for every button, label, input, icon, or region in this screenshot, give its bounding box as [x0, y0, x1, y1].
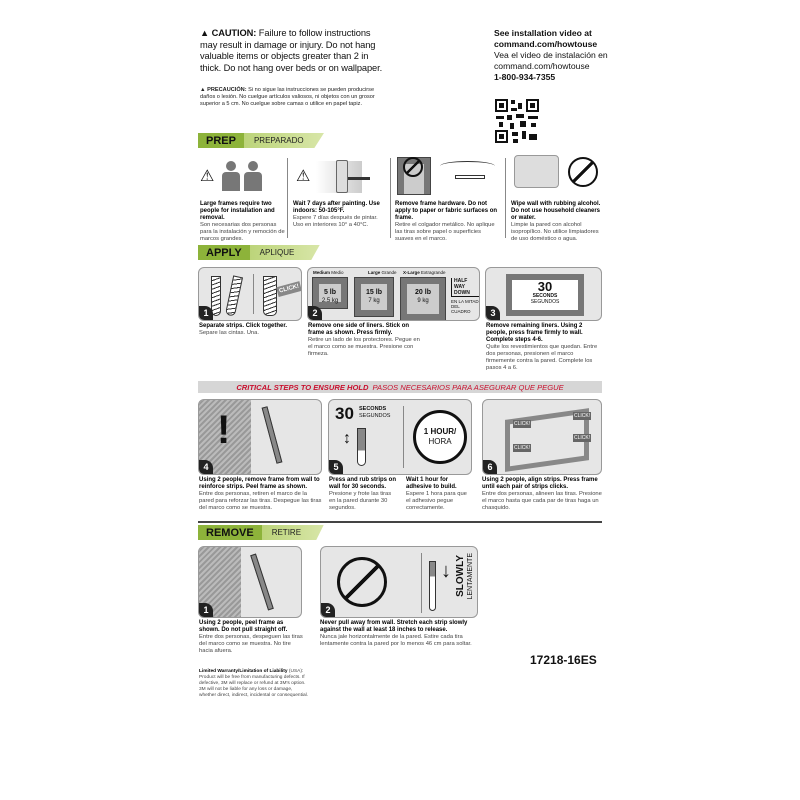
product-code: 17218-16ES [530, 653, 597, 667]
paint-roller-illustration: ⚠ [292, 155, 382, 200]
remove-step-1-caption: Using 2 people, peel frame as shown. Do … [199, 620, 303, 654]
prep-title: PREP [198, 133, 244, 148]
warning-triangle-icon: ⚠ [296, 168, 311, 185]
prep-step-1: Large frames require two people for inst… [200, 201, 285, 242]
click-label: CLICK! [573, 412, 592, 420]
remove-title-es: RETIRE [261, 525, 324, 540]
critical-step-4-illustration: ! 4 [198, 399, 322, 475]
critical-step-5-caption: Press and rub strips on wall for 30 seco… [329, 477, 397, 511]
seconds-number: 30 [537, 279, 553, 294]
divider [198, 521, 602, 523]
step-number: 2 [308, 306, 322, 320]
exclamation-icon: ! [217, 408, 231, 452]
down-arrow-icon: ↓ [441, 560, 451, 582]
apply-title: APPLY [198, 245, 250, 260]
clock-icon: 1 HOUR/HORA [413, 410, 467, 464]
warning-triangle-icon: ▲ [200, 87, 206, 93]
caution-text: ▲ CAUTION: Failure to follow instruction… [200, 28, 383, 73]
step-number: 6 [483, 460, 497, 474]
slowly-label-es: LENTAMENTE [467, 553, 474, 600]
frame-hardware-illustration [395, 155, 500, 200]
apply-title-es: APLIQUE [249, 245, 320, 260]
size-large: Large Grande [368, 270, 397, 275]
seconds-label: SECONDS [532, 293, 558, 299]
apply-step-3-caption: Remove remaining liners. Using 2 people,… [486, 323, 598, 371]
step-number: 2 [321, 603, 335, 617]
video-line: See installation video at [494, 28, 592, 38]
seconds-number: 30 [335, 404, 354, 423]
size-medium: Medium Medio [313, 270, 344, 275]
step-number: 1 [199, 603, 213, 617]
prep-title-es: PREPARADO [243, 133, 324, 148]
prep-step-3: Remove frame hardware. Do not apply to p… [395, 201, 498, 242]
critical-step-6-illustration: CLICK! CLICK! CLICK! CLICK! 6 [482, 399, 602, 475]
click-label: CLICK! [573, 434, 592, 442]
step-number: 4 [199, 460, 213, 474]
step-number: 1 [199, 306, 213, 320]
paint-roller-icon [336, 160, 348, 193]
up-down-arrow-icon: ↕ [343, 430, 351, 447]
person-icon [244, 161, 262, 191]
seconds-label-es: SEGUNDOS [530, 299, 560, 305]
prohibited-icon [403, 157, 423, 177]
step-number: 3 [486, 306, 500, 320]
critical-step-5-illustration: 30 SECONDS SEGUNDOS ↕ 1 HOUR/HORA 5 [328, 399, 472, 475]
critical-wait-caption: Wait 1 hour for adhesive to build.Espere… [406, 477, 467, 511]
two-people-illustration: ⚠ [198, 155, 286, 200]
remove-step-2-illustration: ↓ SLOWLY LENTAMENTE 2 [320, 546, 478, 618]
slowly-label: SLOWLY [455, 555, 466, 597]
warranty-text: Limited Warranty/Limitation of Liability… [199, 669, 309, 698]
critical-step-6-caption: Using 2 people, align strips. Press fram… [482, 477, 602, 511]
remove-step-2-caption: Never pull away from wall. Stretch each … [320, 620, 472, 647]
video-info: See installation video at command.com/ho… [494, 28, 614, 83]
video-url[interactable]: command.com/howtouse [494, 39, 598, 49]
qr-code-icon [494, 98, 540, 144]
apply-step-2-caption: Remove one side of liners. Stick on fram… [308, 323, 420, 357]
seconds-label: SECONDS [359, 406, 387, 412]
click-label: CLICK! [513, 420, 532, 428]
apply-step-1-illustration: CLICK! 1 [198, 267, 302, 321]
prohibited-icon [337, 557, 387, 607]
halfway-down-label: HALF WAY DOWN [451, 278, 479, 296]
prep-step-2: Wait 7 days after painting. Use indoors:… [293, 201, 380, 228]
prohibited-icon [568, 157, 598, 187]
seconds-label-es: SEGUNDOS [359, 413, 391, 419]
halfway-down-label-es: EN LA MITAD DEL CUADRO [451, 296, 479, 314]
wipe-wall-illustration [510, 155, 602, 200]
size-xlarge: X-Large Extragrande [403, 270, 446, 275]
critical-step-4-caption: Using 2 people, remove frame from wall t… [199, 477, 322, 511]
apply-step-2-illustration: Medium Medio Large Grande X-Large Extrag… [307, 267, 480, 321]
click-label: CLICK! [276, 281, 301, 297]
video-url-es[interactable]: command.com/howtouse [494, 61, 590, 71]
person-icon [222, 161, 240, 191]
remove-step-1-illustration: 1 [198, 546, 302, 618]
apply-step-1-caption: Separate strips. Click together.Separe l… [199, 323, 288, 336]
apply-step-3-illustration: 30 SECONDS SEGUNDOS 3 [485, 267, 602, 321]
remove-title: REMOVE [198, 525, 262, 540]
step-number: 5 [329, 460, 343, 474]
caution-text-es: ▲ PRECAUCIÓN: Si no sigue las instruccio… [200, 87, 375, 108]
click-label: CLICK! [513, 444, 532, 452]
warning-triangle-icon: ⚠ [200, 168, 215, 185]
video-line-es: Vea el video de instalación en [494, 50, 608, 60]
warning-triangle-icon: ▲ [200, 28, 210, 38]
prep-step-4: Wipe wall with rubbing alcohol. Do not u… [511, 201, 601, 242]
phone-number: 1-800-934-7355 [494, 72, 556, 82]
